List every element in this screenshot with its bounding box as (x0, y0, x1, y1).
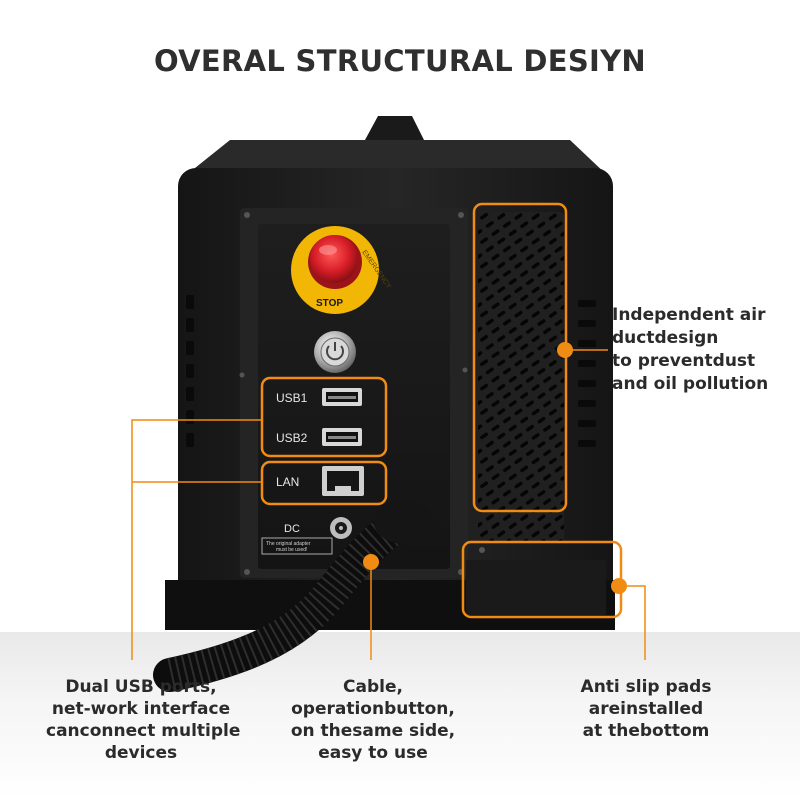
usb-highlight (260, 376, 388, 458)
callout-line: areinstalled (588, 699, 704, 719)
page-title: OVERAL STRUCTURAL DESIYN (153, 44, 646, 78)
callout-line: at thebottom (582, 721, 710, 741)
lan-label: LAN (276, 475, 299, 489)
usb2-label: USB2 (276, 431, 308, 445)
anti-slip-pad (466, 560, 606, 615)
adapter-note-box (261, 537, 333, 555)
callout-line: on thesame side, (290, 721, 456, 741)
cable-callout: Cable, operationbutton, on thesame side,… (278, 676, 468, 764)
callout-line: Anti slip pads (580, 677, 712, 697)
pads-callout: Anti slip pads areinstalled at thebottom (556, 676, 736, 742)
left-grip-slots (186, 295, 194, 447)
callout-line: and oil pollution (612, 374, 769, 394)
dc-label: DC (284, 523, 300, 535)
callout-line: net-work interface (51, 699, 231, 719)
estop-label: STOP (316, 298, 343, 309)
emergency-stop-button: STOP EMERGENCY (291, 226, 392, 314)
dc-jack-icon (330, 517, 352, 539)
callout-line: Cable, (343, 677, 403, 697)
callout-line: operationbutton, (291, 699, 455, 719)
lan-highlight (260, 460, 388, 506)
callout-line: ductdesign (612, 328, 719, 348)
usb-port-icon (322, 388, 362, 446)
ports-callout: Dual USB ports, net-work interface canco… (46, 676, 241, 764)
callout-line: easy to use (318, 743, 428, 763)
adapter-note-line2: must be used! (276, 547, 307, 553)
callout-dots (363, 342, 627, 594)
adapter-note-line1: The original adapter (266, 541, 311, 547)
callout-line: Independent air (612, 305, 766, 325)
air-duct-callout: Independent air ductdesign to preventdus… (612, 304, 768, 396)
callout-line: canconnect multiple (46, 721, 241, 741)
callout-line: Dual USB ports, (65, 677, 217, 697)
power-cable (153, 500, 434, 692)
usb1-label: USB1 (276, 391, 308, 405)
callout-line: devices (104, 743, 178, 763)
callout-line: to preventdust (612, 351, 756, 371)
floor-shadow (0, 632, 800, 800)
lan-port-icon (322, 466, 364, 496)
ventilation-grille (478, 212, 564, 542)
power-button-icon (314, 331, 356, 373)
right-grip-slots (578, 300, 596, 447)
top-handle (365, 116, 424, 140)
